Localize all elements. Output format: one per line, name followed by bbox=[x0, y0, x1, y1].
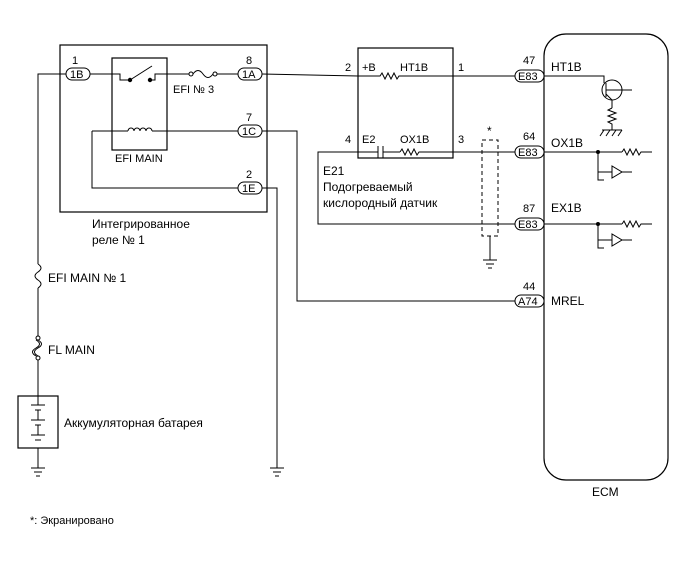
transistor-icon bbox=[601, 79, 632, 108]
power-supply-chain: EFI MAIN № 1 FL MAIN Аккумуляторная бата… bbox=[17, 73, 203, 477]
fuse-efi-3-icon bbox=[192, 70, 214, 78]
connector-a74-mrel bbox=[514, 294, 545, 308]
connector-1a-label: 1A bbox=[242, 69, 256, 81]
capacitor-icon bbox=[377, 146, 384, 158]
relay-wire-in bbox=[90, 73, 130, 81]
heater-resistor-icon bbox=[358, 71, 453, 81]
fuse-fl-main-label: FL MAIN bbox=[48, 343, 95, 357]
fuse-terminal-right bbox=[212, 71, 218, 77]
connector-1b-label: 1B bbox=[70, 69, 83, 81]
transistor-resistor-icon bbox=[606, 107, 618, 130]
shield-marker: * bbox=[487, 124, 492, 138]
sensor-label-ht1b: HT1B bbox=[400, 62, 428, 74]
oxygen-sensor: 2 +B HT1B 1 4 E2 OX1B 3 E21 Подогреваемы… bbox=[323, 47, 464, 210]
relay-name-line1: Интегрированное bbox=[92, 217, 190, 231]
ecm-label-ex1b: EX1B bbox=[551, 201, 582, 215]
connector-e83-ht1b-label: E83 bbox=[518, 71, 538, 83]
connector-e83-ox1b-label: E83 bbox=[518, 147, 538, 159]
fl-main-terminal-top bbox=[35, 335, 41, 341]
fuse-fl-main-icon-2 bbox=[32, 339, 40, 357]
ground-icon bbox=[270, 467, 284, 477]
relay-wire-out bbox=[150, 73, 190, 81]
coil-label: EFI MAIN bbox=[115, 153, 163, 165]
footnote: *: Экранировано bbox=[30, 515, 114, 527]
ecm-label: ECM bbox=[592, 485, 619, 499]
ecm-pin-44: 44 bbox=[523, 281, 535, 293]
coil-icon bbox=[127, 127, 153, 132]
wire-e2-to-ex1b bbox=[317, 151, 517, 225]
sensor-outline bbox=[357, 47, 454, 159]
fuse-efi-main-1-label: EFI MAIN № 1 bbox=[48, 271, 127, 285]
ecm-ex1b-input-circuit bbox=[544, 219, 652, 249]
sensor-pin-4: 4 bbox=[345, 134, 351, 146]
pin-8-label: 8 bbox=[246, 55, 252, 67]
relay-switch-box bbox=[111, 57, 168, 151]
sensor-code: E21 bbox=[323, 164, 345, 178]
shield-outline bbox=[481, 139, 499, 237]
relay-outline bbox=[59, 44, 268, 213]
wire-1c-to-mrel bbox=[262, 130, 517, 302]
chassis-ground-icon bbox=[599, 129, 623, 137]
relay-name-line2: реле № 1 bbox=[92, 233, 145, 247]
connector-1e-label: 1E bbox=[242, 183, 255, 195]
wire-1e-ground bbox=[262, 187, 278, 468]
ecm-label-mrel: MREL bbox=[551, 294, 585, 308]
ecm-outline bbox=[543, 33, 669, 481]
sensor-label-b: +B bbox=[362, 62, 376, 74]
fl-main-terminal-bottom bbox=[35, 355, 41, 361]
shield: * bbox=[481, 124, 499, 269]
fuse-efi-main-1-icon bbox=[34, 263, 42, 289]
sensor-label-e2: E2 bbox=[362, 134, 375, 146]
ecm-ox1b-input-circuit bbox=[544, 147, 652, 181]
wire-1a-to-sensor bbox=[261, 73, 359, 77]
ground-icon bbox=[31, 467, 45, 477]
ecm: ECM 47 E83 HT1B 64 E83 OX1B bbox=[514, 33, 669, 499]
relay-switch-blade bbox=[129, 65, 153, 81]
ecm-pin-47: 47 bbox=[523, 55, 535, 67]
pin-1-label: 1 bbox=[72, 55, 78, 67]
connector-a74-mrel-label: A74 bbox=[518, 296, 538, 308]
battery-label: Аккумуляторная батарея bbox=[64, 416, 203, 430]
integrated-relay: EFI № 3 EFI MAIN 1B 1 1A 8 1C 7 1E 2 Инт… bbox=[59, 44, 268, 247]
ecm-pin-64: 64 bbox=[523, 131, 535, 143]
sensor-pin-1: 1 bbox=[458, 62, 464, 74]
sensor-resistor-icon bbox=[399, 147, 453, 157]
sensor-label-ox1b: OX1B bbox=[400, 134, 429, 146]
ecm-label-ht1b: HT1B bbox=[551, 60, 582, 74]
ecm-ht1b-wire bbox=[544, 75, 605, 83]
connector-1c-label: 1C bbox=[242, 126, 256, 138]
ground-icon bbox=[483, 259, 497, 269]
relay-wire-1e bbox=[91, 131, 238, 189]
sensor-name-line1: Подогреваемый bbox=[323, 180, 413, 194]
sensor-name-line2: кислородный датчик bbox=[323, 196, 438, 210]
fuse-terminal-left bbox=[188, 71, 194, 77]
wire-battery-to-relay bbox=[37, 73, 66, 264]
fuse-fl-main-icon bbox=[34, 339, 42, 357]
sensor-pin-3: 3 bbox=[458, 134, 464, 146]
fuse-efi-3-label: EFI № 3 bbox=[173, 84, 214, 96]
pin-2-label: 2 bbox=[246, 169, 252, 181]
pin-7-label: 7 bbox=[246, 112, 252, 124]
connector-e83-ex1b-label: E83 bbox=[518, 219, 538, 231]
ecm-label-ox1b: OX1B bbox=[551, 136, 583, 150]
ecm-pin-87: 87 bbox=[523, 203, 535, 215]
sensor-pin-2: 2 bbox=[345, 62, 351, 74]
